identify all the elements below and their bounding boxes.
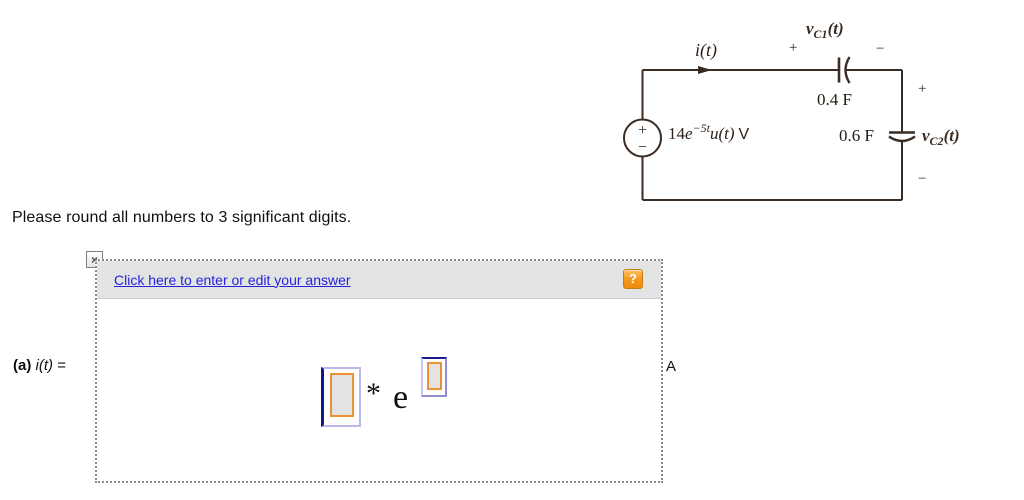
answer-panel-header: Click here to enter or edit your answer … [97, 261, 661, 299]
source-coefficient: 14 [668, 124, 685, 143]
instruction-text: Please round all numbers to 3 significan… [12, 209, 352, 226]
vc2-symbol: v [922, 126, 930, 145]
part-letter: (a) [13, 357, 32, 374]
help-button[interactable]: ? [623, 269, 643, 289]
coefficient-input-box[interactable] [321, 367, 361, 427]
coefficient-input-inner[interactable] [329, 373, 354, 417]
circuit-svg: + − [623, 56, 916, 201]
capacitor-c1 [837, 56, 851, 84]
vc1-arg: (t) [827, 19, 844, 38]
euler-base: e [393, 379, 409, 416]
vc1-subscript: C1 [813, 27, 828, 41]
vc2-arg: (t) [943, 126, 960, 145]
c2-value-label: 0.6 F [839, 126, 874, 145]
answer-panel: Click here to enter or edit your answer … [95, 259, 663, 483]
c1-value-label: 0.4 F [817, 90, 852, 109]
vc1-plus-sign: + [789, 40, 798, 56]
exponent-input-box[interactable] [421, 357, 447, 397]
circuit-wires [641, 69, 903, 201]
vc2-subscript: C2 [929, 134, 944, 148]
source-exponent: −5t [692, 121, 710, 135]
part-lhs: i(t) [35, 357, 54, 374]
vc1-symbol: v [806, 19, 814, 38]
source-euler: e [685, 124, 693, 143]
part-equals: = [57, 357, 66, 374]
source-unit: V [738, 126, 750, 143]
vc1-minus-sign: − [876, 41, 885, 57]
part-label: (a) i(t) = [13, 357, 66, 374]
current-arrow-icon [698, 66, 712, 74]
current-label: i(t) [695, 40, 717, 60]
circuit-diagram: + − i(t) vC1(t) + − 0.4 F 14e−5tu(t)V 0.… [0, 0, 1024, 235]
source-minus-sign: − [638, 139, 647, 156]
source-plus-sign: + [638, 122, 647, 139]
multiply-operator: * [366, 377, 381, 410]
exponent-input-inner[interactable] [426, 362, 442, 390]
unit-label: A [666, 358, 677, 375]
voltage-source: + − [623, 118, 662, 158]
vc2-plus-sign: + [918, 81, 927, 97]
capacitor-c2 [888, 131, 916, 143]
vc2-minus-sign: − [918, 171, 927, 187]
edit-answer-link[interactable]: Click here to enter or edit your answer [114, 271, 351, 288]
source-step-arg: u(t) [709, 124, 735, 143]
